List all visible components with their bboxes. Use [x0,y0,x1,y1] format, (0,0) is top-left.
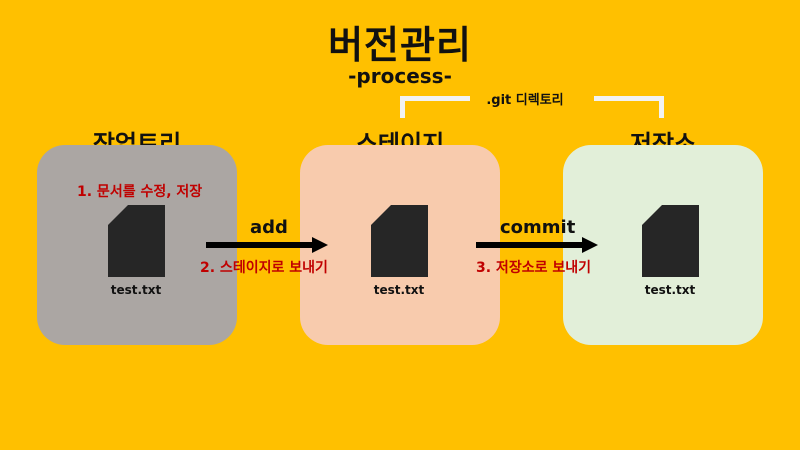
working-file-name: test.txt [110,283,162,297]
diagram-title: 버전관리 [328,23,472,67]
commit-command-label: commit [500,217,576,238]
add-arrow [206,237,328,253]
diagram-subtitle: -process- [348,64,452,88]
repository-file-name: test.txt [644,283,696,297]
git-directory-bracket [400,96,664,118]
add-command-label: add [250,217,288,238]
step-1-label: 1. 문서를 수정, 저장 [77,184,203,200]
step-3-label: 3. 저장소로 보내기 [476,260,591,276]
staging-file-name: test.txt [373,283,425,297]
commit-arrow [476,237,598,253]
step-2-label: 2. 스테이지로 보내기 [200,260,328,276]
git-directory-label: .git 디렉토리 [486,93,564,108]
staging-file-icon [371,205,428,277]
repository-file-icon [642,205,699,277]
working-file-icon [108,205,165,277]
